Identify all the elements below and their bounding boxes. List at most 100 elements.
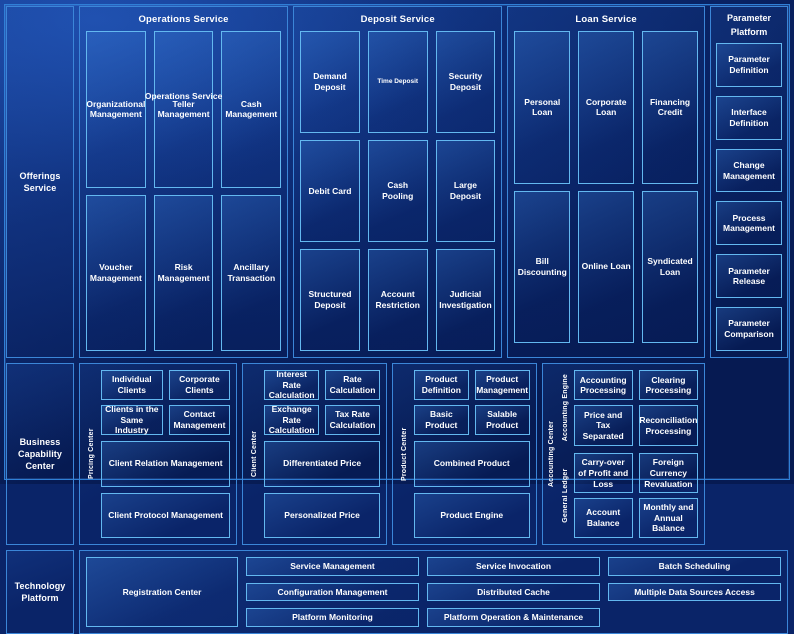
cell-financing-credit[interactable]: Financing Credit	[642, 31, 698, 184]
general-ledger-section: General Ledger Carry-over of Profit and …	[560, 453, 698, 538]
cell-salable-product[interactable]: Salable Product	[474, 405, 530, 435]
cell-interface-definition[interactable]: Interface Definition	[716, 95, 782, 140]
cell-product-engine[interactable]: Product Engine	[413, 492, 530, 538]
accounting-center-sections: Accounting Engine Accounting Processing …	[560, 370, 698, 538]
cell-reconciliation-processing[interactable]: Reconciliation Processing	[638, 405, 698, 447]
technology-platform-grid: Service Management Service Invocation Ba…	[246, 557, 781, 627]
cell-service-management[interactable]: Service Management	[246, 557, 419, 576]
cell-teller-management[interactable]: Teller Management	[153, 31, 214, 188]
cell-account-restriction[interactable]: Account Restriction	[367, 249, 428, 351]
cell-registration-center[interactable]: Registration Center	[86, 557, 238, 627]
product-center-body: Product Center Product Definition Produc…	[399, 370, 530, 538]
cell-cash-management[interactable]: Cash Management	[221, 31, 282, 188]
cell-risk-management[interactable]: Risk Management	[153, 194, 214, 351]
general-ledger-grid: Carry-over of Profit and Loss Foreign Cu…	[573, 453, 698, 538]
group-loan-service[interactable]: Loan Service Personal Loan Corporate Loa…	[507, 6, 705, 358]
vlabel-accounting-engine: Accounting Engine	[561, 374, 569, 442]
cell-client-relation-management[interactable]: Client Relation Management	[101, 441, 231, 487]
cell-basic-product[interactable]: Basic Product	[413, 405, 469, 435]
cell-clearing-processing[interactable]: Clearing Processing	[638, 370, 698, 401]
group-deposit-service[interactable]: Deposit Service Demand Deposit Time Depo…	[293, 6, 503, 358]
group-pricing-center[interactable]: Pricing Center Individual Clients Corpor…	[79, 363, 238, 545]
offerings-service-groups: Operations Service Organizational Manage…	[79, 6, 705, 358]
rail-parameter-platform[interactable]: Parameter Platform Parameter Definition …	[710, 6, 788, 358]
cell-foreign-currency-revaluation[interactable]: Foreign Currency Revaluation	[638, 453, 698, 494]
pricing-center-stack: Individual Clients Corporate Clients Cli…	[101, 370, 231, 538]
cell-large-deposit[interactable]: Large Deposit	[435, 140, 496, 242]
cell-monthly-annual-balance[interactable]: Monthly and Annual Balance	[638, 498, 698, 538]
client-center-body: Client Center Interest Rate Calculation …	[249, 369, 380, 538]
accounting-center-body: Accounting Center Accounting Engine Acco…	[546, 370, 698, 538]
cell-corporate-loan[interactable]: Corporate Loan	[578, 31, 635, 184]
cell-distributed-cache[interactable]: Distributed Cache	[427, 582, 600, 602]
cell-accounting-processing[interactable]: Accounting Processing	[573, 370, 633, 401]
cell-product-definition[interactable]: Product Definition	[413, 370, 469, 400]
cell-parameter-definition[interactable]: Parameter Definition	[716, 43, 782, 87]
cell-time-deposit[interactable]: Time Deposit	[367, 31, 428, 133]
cell-bill-discounting[interactable]: Bill Discounting	[514, 190, 571, 343]
row-business-capability-center: Business Capability Center Pricing Cente…	[6, 363, 788, 545]
deposit-service-grid: Demand Deposit Time Deposit Security Dep…	[300, 31, 496, 351]
cell-multiple-data-sources-access[interactable]: Multiple Data Sources Access	[608, 582, 781, 602]
cell-syndicated-loan[interactable]: Syndicated Loan	[642, 190, 698, 343]
row-label-technology-platform: Technology Platform	[6, 550, 74, 634]
operations-service-grid: Organizational Management Teller Managem…	[86, 31, 282, 351]
rail-title-parameter-platform: Parameter Platform	[726, 13, 772, 37]
technology-platform-main: Registration Center Service Management S…	[79, 550, 788, 634]
cell-structured-deposit[interactable]: Structured Deposit	[300, 249, 360, 351]
group-technology-platform[interactable]: Registration Center Service Management S…	[79, 550, 788, 634]
loan-service-grid: Personal Loan Corporate Loan Financing C…	[514, 31, 698, 351]
cell-clients-same-industry[interactable]: Clients in the Same Industry	[101, 404, 163, 435]
cell-demand-deposit[interactable]: Demand Deposit	[300, 31, 360, 133]
cell-platform-monitoring[interactable]: Platform Monitoring	[246, 608, 419, 627]
cell-product-management[interactable]: Product Management	[474, 370, 530, 400]
group-product-center[interactable]: Product Center Product Definition Produc…	[391, 363, 537, 545]
cell-batch-scheduling[interactable]: Batch Scheduling	[608, 557, 781, 576]
row-label-business-capability-center: Business Capability Center	[6, 363, 74, 545]
cell-cash-pooling[interactable]: Cash Pooling	[367, 140, 428, 242]
cell-tax-rate-calculation[interactable]: Tax Rate Calculation	[325, 405, 380, 435]
business-capability-groups: Pricing Center Individual Clients Corpor…	[79, 363, 705, 545]
cell-account-balance[interactable]: Account Balance	[573, 498, 633, 538]
cell-ancillary-transaction[interactable]: Ancillary Transaction	[221, 194, 282, 351]
cell-judicial-investigation[interactable]: Judicial Investigation	[435, 249, 496, 351]
cell-change-management[interactable]: Change Management	[716, 148, 782, 193]
cell-price-and-tax-separated[interactable]: Price and Tax Separated	[573, 405, 633, 447]
group-operations-service[interactable]: Operations Service Organizational Manage…	[79, 6, 289, 358]
cell-parameter-release[interactable]: Parameter Release	[716, 254, 782, 299]
diagram-rows: Offerings Service Operations Service Org…	[6, 6, 788, 634]
accounting-engine-section: Accounting Engine Accounting Processing …	[560, 370, 698, 447]
cell-personal-loan[interactable]: Personal Loan	[514, 31, 571, 184]
vlabel-pricing-center: Pricing Center	[88, 428, 95, 480]
cell-security-deposit[interactable]: Security Deposit	[435, 31, 496, 133]
architecture-diagram: Offerings Service Operations Service Org…	[4, 4, 790, 634]
cell-combined-product[interactable]: Combined Product	[413, 441, 530, 487]
cell-service-invocation[interactable]: Service Invocation	[427, 557, 600, 576]
cell-debit-card[interactable]: Debit Card	[300, 140, 360, 242]
accounting-engine-grid: Accounting Processing Clearing Processin…	[573, 370, 698, 447]
row-offerings-service: Offerings Service Operations Service Org…	[6, 6, 788, 358]
cell-configuration-management[interactable]: Configuration Management	[246, 582, 419, 602]
cell-personalized-price[interactable]: Personalized Price	[264, 492, 380, 538]
technology-platform-featured: Registration Center	[86, 557, 238, 627]
cell-individual-clients[interactable]: Individual Clients	[101, 370, 163, 400]
cell-differentiated-price[interactable]: Differentiated Price	[264, 441, 380, 487]
cell-rate-calculation[interactable]: Rate Calculation	[325, 370, 380, 400]
cell-exchange-rate-calculation[interactable]: Exchange Rate Calculation	[264, 404, 320, 435]
cell-interest-rate-calculation[interactable]: Interest Rate Calculation	[264, 369, 320, 400]
cell-contact-management[interactable]: Contact Management	[168, 405, 231, 435]
vlabel-product-center: Product Center	[400, 427, 408, 481]
cell-online-loan[interactable]: Online Loan	[578, 190, 635, 343]
cell-platform-operation-maintenance[interactable]: Platform Operation & Maintenance	[427, 608, 600, 627]
cell-client-protocol-management[interactable]: Client Protocol Management	[101, 492, 231, 538]
cell-corporate-clients[interactable]: Corporate Clients	[168, 370, 231, 400]
group-accounting-center[interactable]: Accounting Center Accounting Engine Acco…	[541, 363, 705, 545]
cell-process-management[interactable]: Process Management	[716, 201, 782, 246]
group-title-loan-service: Loan Service	[575, 14, 637, 25]
cell-carry-over-profit-loss[interactable]: Carry-over of Profit and Loss	[573, 453, 633, 494]
cell-parameter-comparison[interactable]: Parameter Comparison	[716, 307, 782, 351]
cell-voucher-management[interactable]: Voucher Management	[86, 194, 146, 351]
pricing-center-pairs: Individual Clients Corporate Clients Cli…	[101, 370, 231, 435]
group-client-center[interactable]: Client Center Interest Rate Calculation …	[242, 363, 387, 545]
cell-organizational-management[interactable]: Organizational Management	[86, 31, 146, 188]
